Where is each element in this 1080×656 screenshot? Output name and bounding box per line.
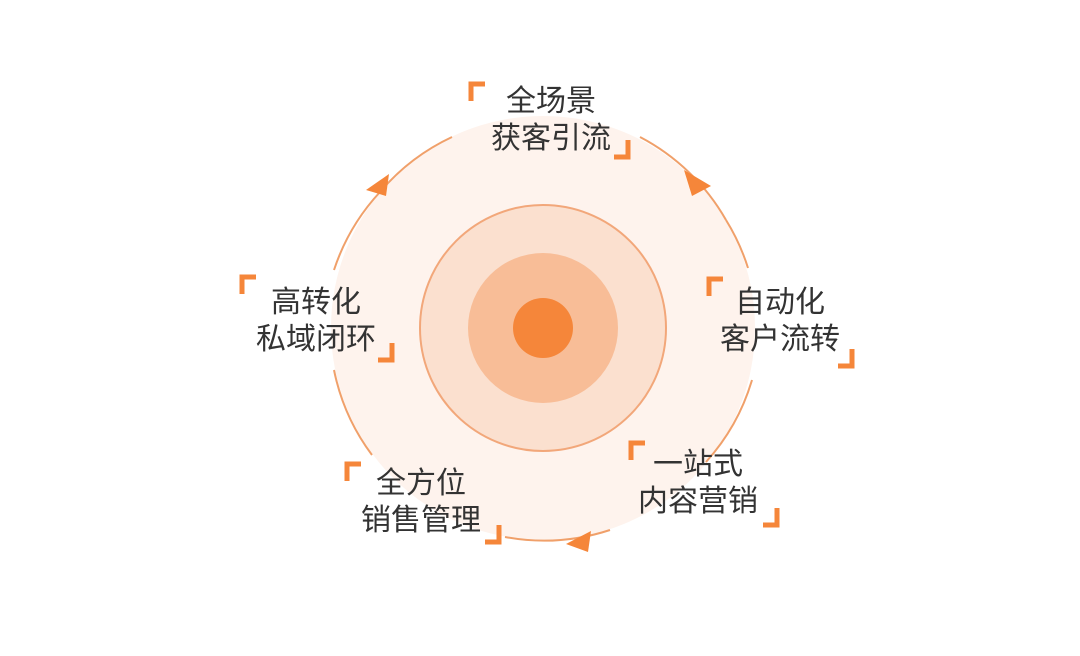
open-bracket-icon (468, 81, 485, 101)
node-automation-line2: 客户流转 (720, 322, 840, 357)
node-sales-management: 全方位 销售管理 (344, 461, 502, 545)
node-acquisition: 全场景 获客引流 (468, 81, 631, 160)
ring-arc-right-upper (725, 219, 749, 269)
node-automation-line1: 自动化 (735, 285, 825, 320)
node-sales-management-line2: 销售管理 (361, 503, 481, 538)
arrow-right-icon (684, 170, 711, 196)
node-private-domain: 高转化 私域闭环 (239, 274, 395, 363)
open-bracket-icon (628, 440, 645, 460)
node-sales-management-line1: 全方位 (376, 466, 466, 501)
ring-arc-top-right (639, 136, 727, 221)
middle-circle-outline (419, 204, 667, 452)
close-bracket-icon (838, 349, 855, 369)
node-acquisition-line2: 获客引流 (491, 121, 611, 156)
node-acquisition-line1: 全场景 (506, 84, 596, 119)
arrow-left-icon (366, 174, 389, 196)
ring-arc-left-upper (333, 191, 381, 271)
node-automation: 自动化 客户流转 (706, 276, 855, 369)
node-content-marketing-line1: 一站式 (653, 447, 743, 482)
open-bracket-icon (706, 276, 723, 296)
node-content-marketing-line2: 内容营销 (638, 484, 758, 519)
arrow-bottom-icon (566, 531, 591, 552)
core-circle (513, 298, 573, 358)
node-content-marketing: 一站式 内容营销 (628, 440, 780, 528)
open-bracket-icon (344, 461, 361, 481)
ring-arc-left-lower (333, 369, 373, 456)
open-bracket-icon (239, 274, 256, 294)
ring-arc-right-lower (705, 379, 753, 463)
ring-arc-bottom (504, 529, 611, 542)
close-bracket-icon (614, 140, 631, 160)
node-private-domain-line2: 私域闭环 (256, 322, 376, 357)
close-bracket-icon (378, 343, 395, 363)
close-bracket-icon (485, 525, 502, 545)
close-bracket-icon (763, 508, 780, 528)
node-private-domain-line1: 高转化 (271, 285, 361, 320)
